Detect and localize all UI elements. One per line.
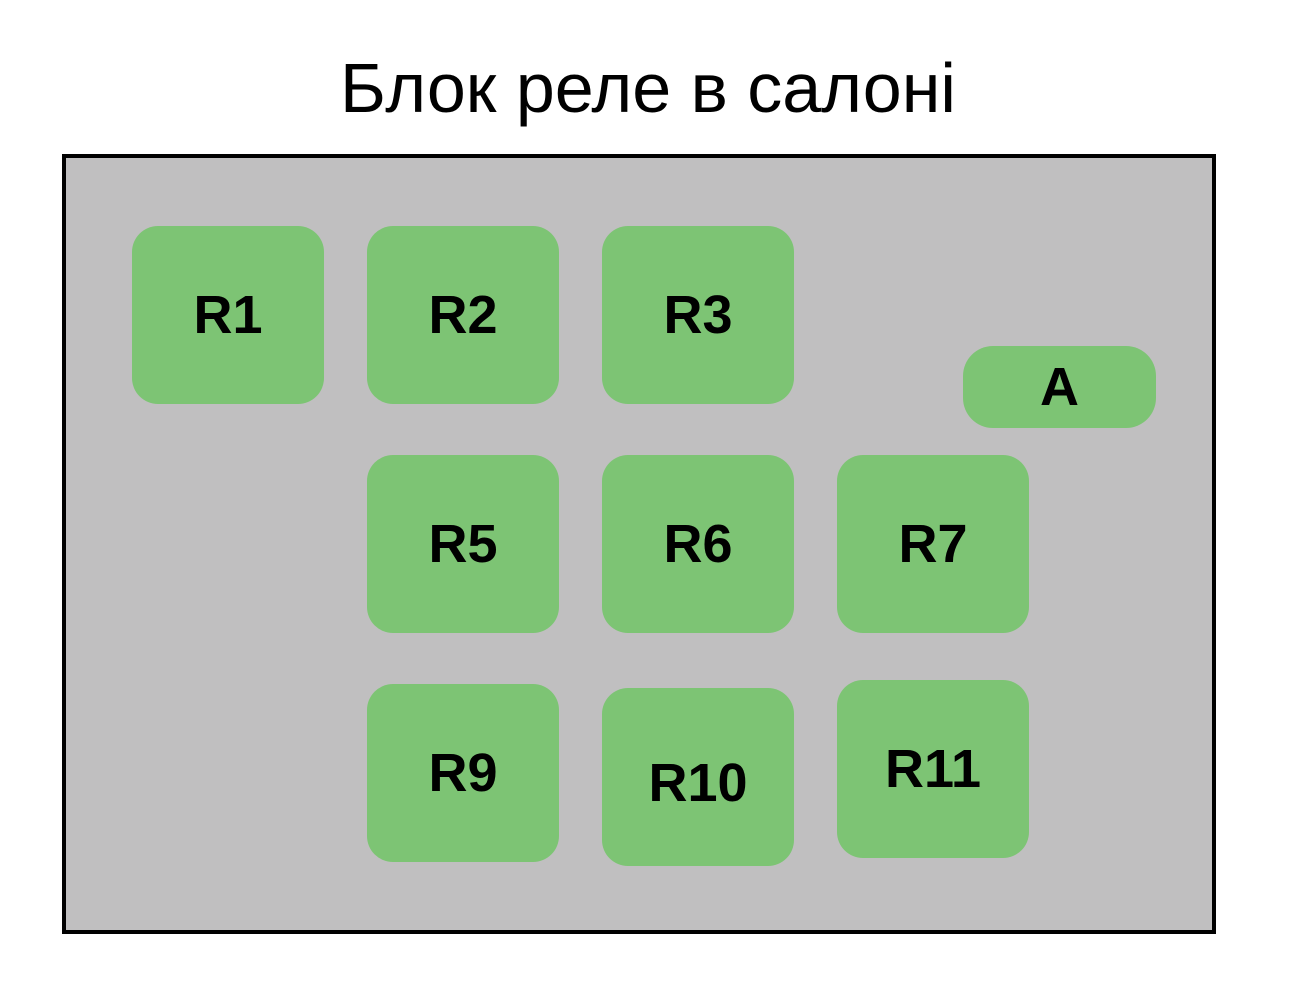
relay-r6: R6 [602, 455, 794, 633]
relay-r7: R7 [837, 455, 1029, 633]
relay-r10: R10 [602, 688, 794, 866]
relay-r2: R2 [367, 226, 559, 404]
relay-r5: R5 [367, 455, 559, 633]
relay-a: A [963, 346, 1156, 428]
diagram-title: Блок реле в салоні [340, 49, 956, 127]
relay-r3: R3 [602, 226, 794, 404]
relay-r1: R1 [132, 226, 324, 404]
relay-r9: R9 [367, 684, 559, 862]
relay-r11: R11 [837, 680, 1029, 858]
